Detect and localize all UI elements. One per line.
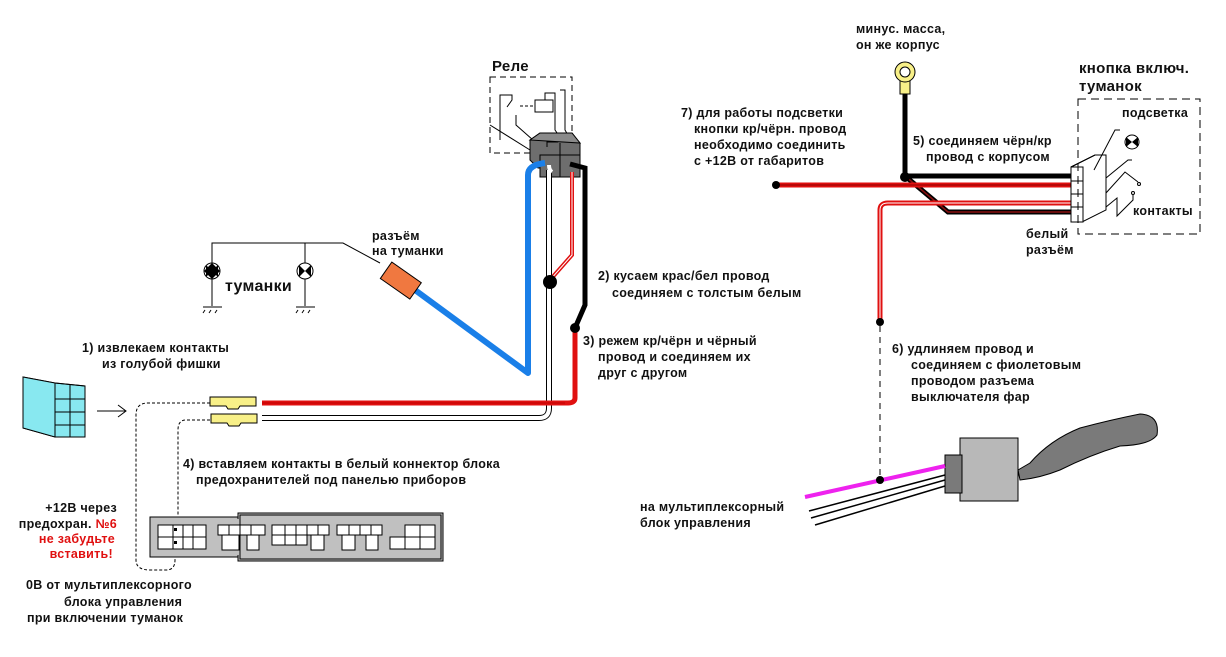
step1-line2: из голубой фишки	[102, 357, 221, 371]
white-connector-label-2: разъём	[1026, 243, 1074, 257]
magenta-wire	[804, 464, 946, 499]
step3-line3: друг с другом	[598, 366, 688, 380]
plus12v-line1: +12В через	[45, 501, 117, 515]
step7-line1: 7) для работы подсветки	[681, 106, 844, 120]
ground-label-2: он же корпус	[856, 38, 940, 52]
red-white-wire	[548, 172, 574, 282]
fog-connector-label-2: на туманки	[372, 244, 444, 258]
fog-connector	[379, 261, 422, 300]
fog-lamps-label: туманки	[225, 278, 293, 295]
lamp-icon	[296, 262, 314, 280]
step6-line2: соединяем с фиолетовым	[911, 358, 1082, 372]
white-connector	[1070, 154, 1107, 223]
zero-volt-line2: блока управления	[64, 595, 183, 609]
relay-socket	[528, 132, 582, 178]
dont-forget-line2: вставить!	[49, 547, 113, 561]
plus12v-line2: предохран. №6	[5, 516, 117, 532]
dashed-route	[177, 419, 210, 545]
ground-label-1: минус. масса,	[856, 22, 946, 36]
blue-wire	[413, 160, 546, 376]
step7-line3: необходимо соединить	[694, 138, 846, 152]
dashed-route	[135, 402, 210, 571]
step4-line1: 4) вставляем контакты в белый коннектор …	[183, 457, 500, 471]
junction-dot	[900, 172, 910, 182]
fog-button-label-2: туманок	[1079, 78, 1142, 95]
step7-line2: кнопки кр/чёрн. провод	[694, 122, 847, 136]
zero-volt-line3: при включении туманок	[27, 611, 184, 625]
backlight-label: подсветка	[1122, 106, 1189, 120]
step3-line1: 3) режем кр/чёрн и чёрный	[583, 334, 757, 348]
fog-button-box	[1077, 98, 1201, 235]
zero-volt-line1: 0В от мультиплексорного	[26, 578, 192, 592]
headlight-switch	[944, 413, 1158, 502]
junction-dot	[876, 476, 884, 484]
ground-ring-terminal	[894, 61, 916, 95]
junction-dot	[543, 275, 557, 289]
fuse-box-connector	[149, 512, 444, 562]
button-internal-wiring	[1093, 129, 1139, 218]
arrow-icon	[97, 404, 127, 418]
terminal-white	[210, 413, 258, 427]
dont-forget-line1: не забудьте	[38, 532, 115, 546]
fog-connector-label-1: разъём	[372, 229, 420, 243]
step7-line4: с +12В от габаритов	[694, 154, 825, 168]
junction-dot	[570, 323, 580, 333]
lamp-icon	[203, 262, 221, 280]
step4-line2: предохранителей под панелью приборов	[196, 473, 467, 487]
contacts-label: контакты	[1133, 204, 1193, 218]
multiplexer-label-1: на мультиплексорный	[640, 500, 785, 514]
step6-line4: выключателя фар	[911, 390, 1030, 404]
junction-dot	[772, 181, 780, 189]
fog-lamp-circuit	[202, 242, 381, 314]
step3-line2: провод и соединяем их	[598, 350, 751, 364]
fog-button-label-1: кнопка включ.	[1079, 60, 1190, 77]
multiplexer-label-2: блок управления	[640, 516, 751, 530]
red-wire	[262, 328, 578, 406]
lamp-icon	[1124, 134, 1140, 150]
junction-dot	[876, 318, 884, 326]
fuse-number: №6	[95, 517, 117, 531]
white-connector-label-1: белый	[1026, 227, 1069, 241]
red-black-wire	[903, 174, 1080, 215]
step5-line2: провод с корпусом	[926, 150, 1050, 164]
relay-box	[489, 76, 573, 154]
step2-line2: соединяем с толстым белым	[612, 286, 802, 300]
step1-line1: 1) извлекаем контакты	[82, 341, 230, 355]
red-white-wire-long	[877, 200, 1080, 322]
step5-line1: 5) соединяем чёрн/кр	[913, 134, 1052, 148]
step6-line3: проводом разъема	[911, 374, 1035, 388]
blue-plug	[22, 376, 86, 438]
step2-line1: 2) кусаем крас/бел провод	[598, 269, 770, 283]
step6-line1: 6) удлиняем провод и	[892, 342, 1035, 356]
plus12v-text: предохран.	[18, 517, 96, 531]
relay-label: Реле	[492, 58, 529, 75]
black-wire	[569, 161, 588, 329]
terminal-red	[209, 396, 257, 410]
